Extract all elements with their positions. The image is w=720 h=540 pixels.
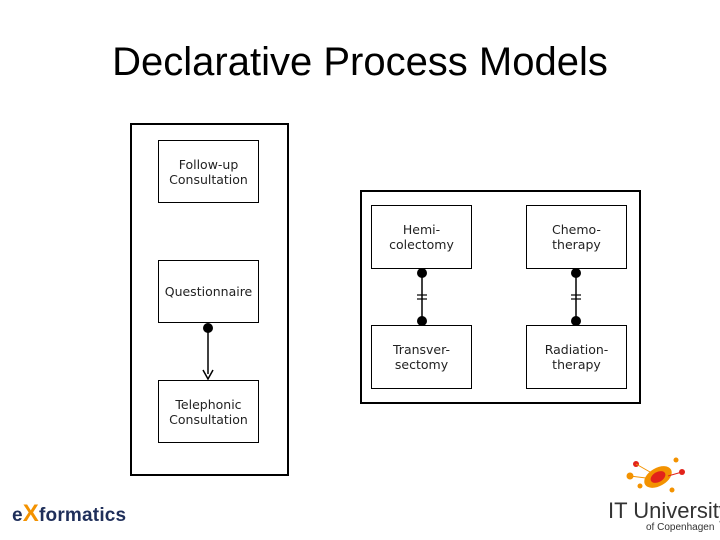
itu-logo-icon [626, 457, 685, 493]
hemicolectomy-activity: Hemi- colectomy [371, 205, 472, 269]
radiationtherapy-activity: Radiation- therapy [526, 325, 627, 389]
response-relation [202, 323, 214, 381]
chemotherapy-activity: Chemo- therapy [526, 205, 627, 269]
exformatics-logo: eXformatics [12, 500, 127, 527]
exclusion-relation-right [571, 268, 581, 326]
questionnaire-activity: Questionnaire [158, 260, 259, 323]
follow-up-consultation-activity: Follow-up Consultation [158, 140, 259, 203]
transversectomy-activity: Transver- sectomy [371, 325, 472, 389]
slide-title: Declarative Process Models [112, 40, 608, 84]
telephonic-consultation-activity: Telephonic Consultation [158, 380, 259, 443]
itu-name: IT University [608, 498, 720, 523]
exclusion-relation-left [417, 268, 427, 326]
itu-subtitle: of Copenhagen [646, 522, 715, 533]
